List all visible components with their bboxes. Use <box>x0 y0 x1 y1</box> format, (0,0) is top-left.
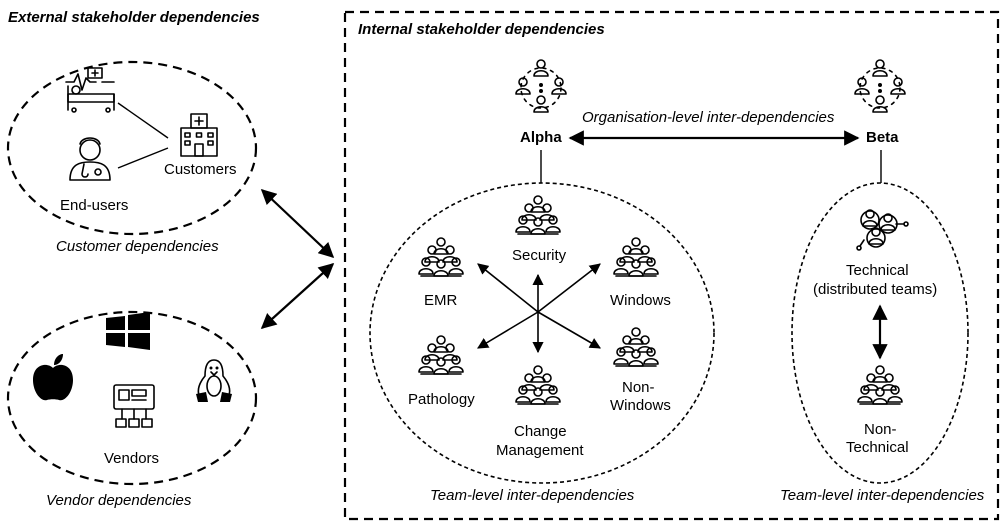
team-icon <box>614 328 658 366</box>
vendor-dependencies-label: Vendor dependencies <box>46 492 192 509</box>
emr-label: EMR <box>424 292 458 309</box>
vendors-label: Vendors <box>104 450 159 467</box>
change-management-label-1: Change <box>514 423 567 440</box>
customers-label: Customers <box>164 161 237 178</box>
alpha-team-ellipse <box>369 182 715 484</box>
non-windows-label-2: Windows <box>610 397 671 414</box>
pathology-label: Pathology <box>408 391 475 408</box>
windows-logo-icon <box>106 312 150 350</box>
org-level-label: Organisation-level inter-dependencies <box>582 109 835 126</box>
apple-logo-icon <box>33 354 73 401</box>
team-icon <box>614 238 658 276</box>
vendor-group-ellipse <box>6 310 258 486</box>
beta-label: Beta <box>866 129 899 146</box>
organisation-network-icon <box>855 60 905 112</box>
technical-label-2: (distributed teams) <box>813 281 937 298</box>
alpha-label: Alpha <box>520 129 562 146</box>
organisation-network-icon <box>516 60 566 112</box>
team-icon <box>516 366 560 404</box>
non-technical-label-1: Non- <box>864 421 897 438</box>
doctor-icon <box>69 137 111 181</box>
end-users-customers-link <box>117 147 169 169</box>
alpha-team-level-label: Team-level inter-dependencies <box>430 487 635 504</box>
customer-dependencies-label: Customer dependencies <box>56 238 219 255</box>
external-title: External stakeholder dependencies <box>8 9 260 26</box>
internal-boundary <box>343 10 1000 521</box>
customer-group-ellipse <box>6 60 258 236</box>
security-label: Security <box>512 247 567 264</box>
hub-arrows <box>477 263 601 354</box>
windows-label: Windows <box>610 292 671 309</box>
hospital-icon <box>180 113 218 157</box>
end-users-customers-link <box>117 102 169 139</box>
technical-label-1: Technical <box>846 262 909 279</box>
change-management-label-2: Management <box>496 442 584 459</box>
linux-penguin-icon <box>196 359 232 402</box>
hardware-icon <box>113 384 155 428</box>
beta-team-level-label: Team-level inter-dependencies <box>780 487 985 504</box>
team-icon <box>858 366 902 404</box>
customer-to-internal-arrow <box>260 188 335 259</box>
internal-title: Internal stakeholder dependencies <box>358 21 605 38</box>
team-icon <box>516 196 560 234</box>
end-users-label: End-users <box>60 197 128 214</box>
non-windows-label-1: Non- <box>622 379 655 396</box>
distributed-team-icon <box>856 209 909 251</box>
beta-team-ellipse <box>791 182 969 484</box>
patient-bed-icon <box>65 67 115 113</box>
vendor-to-internal-arrow <box>260 262 335 330</box>
team-icon <box>419 336 463 374</box>
team-icon <box>419 238 463 276</box>
non-technical-label-2: Technical <box>846 439 909 456</box>
